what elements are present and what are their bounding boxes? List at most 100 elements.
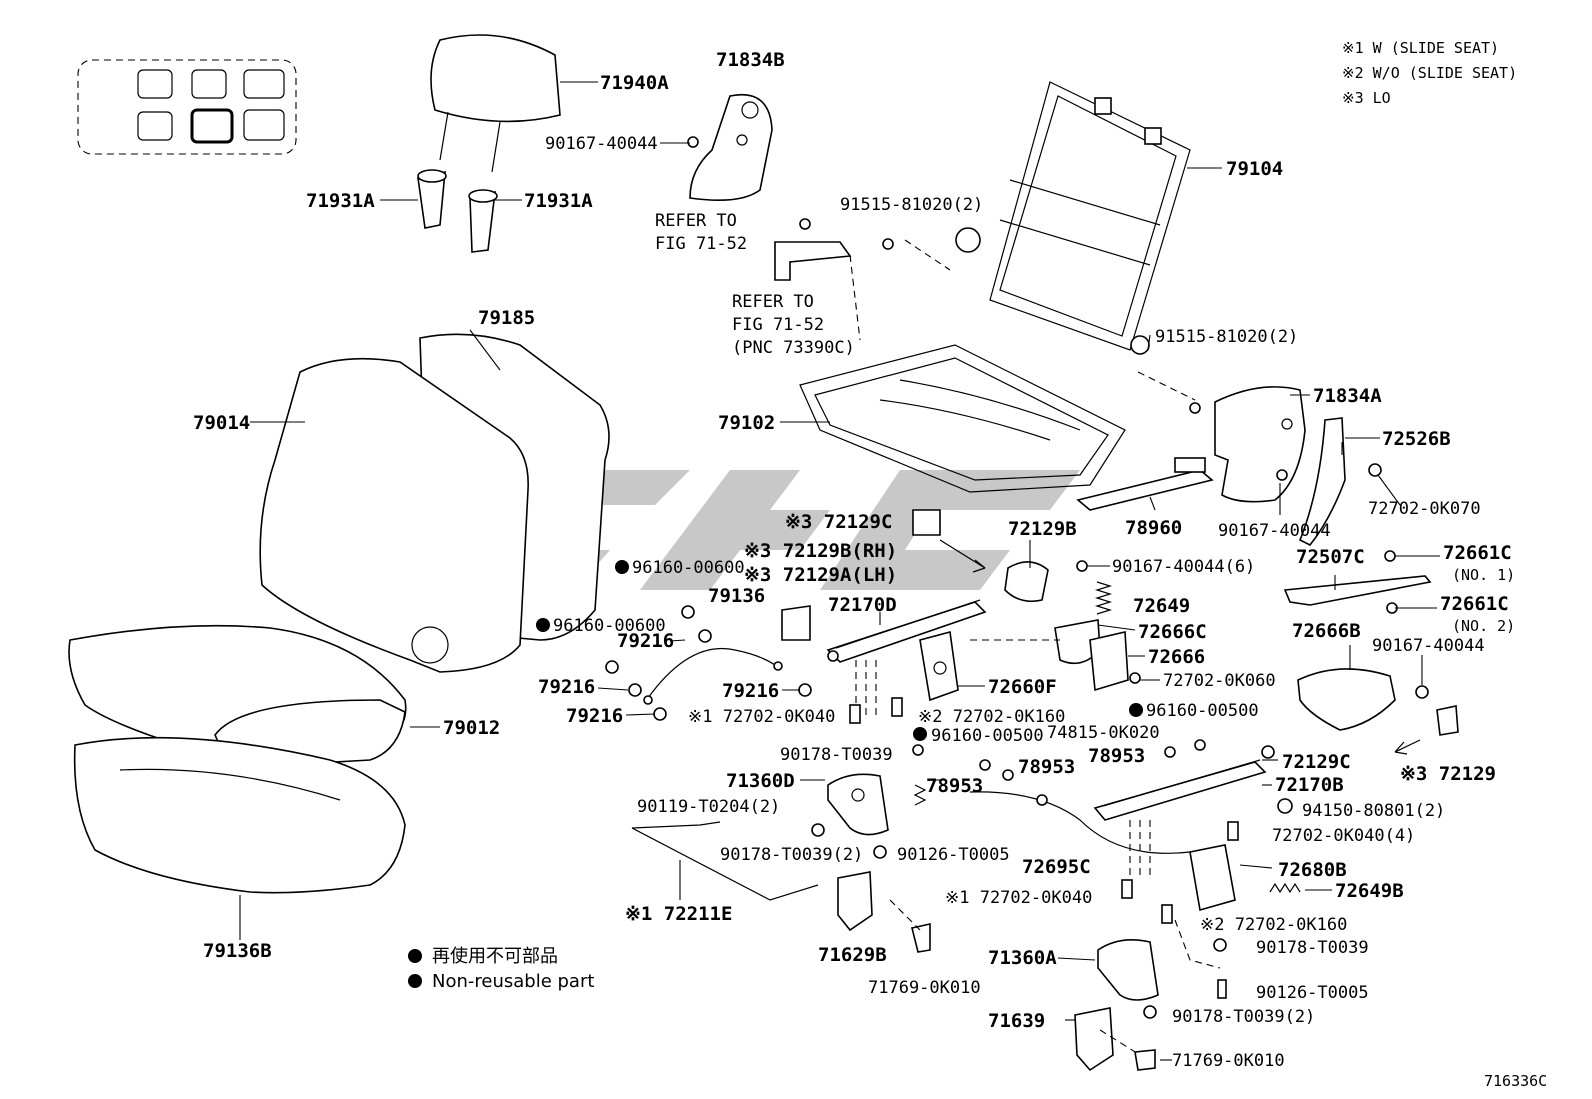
cover-72129A-LH bbox=[781, 605, 811, 641]
part-label: ※1 72702-0K040 bbox=[945, 888, 1092, 908]
cover-71629B bbox=[837, 871, 931, 953]
part-label: 90119-T0204(2) bbox=[637, 797, 780, 817]
cover-72666B bbox=[1297, 668, 1429, 731]
part-label: 74815-0K020 bbox=[1047, 723, 1160, 743]
hinge-cover-71834B bbox=[687, 94, 773, 202]
part-label: 90167-40044 bbox=[545, 134, 658, 154]
part-callouts: 71940A 71834B 90167-40044 71931A 71931A … bbox=[193, 49, 1515, 1071]
part-label: 71629B bbox=[818, 944, 887, 966]
part-label: 96160-00600 bbox=[632, 558, 745, 578]
adjuster-71360D bbox=[827, 773, 889, 836]
part-label: 78953 bbox=[1018, 756, 1075, 778]
part-label: 71639 bbox=[988, 1010, 1045, 1032]
part-label: 72661C bbox=[1443, 542, 1512, 564]
part-label: 72702-0K070 bbox=[1368, 499, 1481, 519]
part-label: ※1 72702-0K040 bbox=[688, 707, 835, 727]
part-label: REFER TO bbox=[732, 292, 814, 312]
part-label: (NO. 2) bbox=[1452, 617, 1515, 635]
wire-72211E bbox=[631, 821, 819, 901]
part-label: ※3 72129 bbox=[1400, 763, 1496, 785]
part-label: 79012 bbox=[443, 717, 500, 739]
part-label: 71769-0K010 bbox=[1172, 1051, 1285, 1071]
part-label: 71834B bbox=[716, 49, 785, 71]
cover-72129-bottom bbox=[1394, 705, 1459, 755]
part-label: 79104 bbox=[1226, 158, 1283, 180]
note-3: ※3 LO bbox=[1342, 89, 1391, 107]
part-label: 72649B bbox=[1335, 880, 1404, 902]
part-label: (NO. 1) bbox=[1452, 566, 1515, 584]
hinge-cover-71834A bbox=[1214, 386, 1306, 503]
part-label: REFER TO bbox=[655, 211, 737, 231]
part-label: 90167-40044 bbox=[1372, 636, 1485, 656]
part-label: 72170D bbox=[828, 594, 897, 616]
seat-frame-79102 bbox=[799, 344, 1126, 493]
part-label: 79136B bbox=[203, 940, 272, 962]
part-label: 90178-T0039 bbox=[780, 745, 893, 765]
spring-72649 bbox=[1094, 581, 1113, 615]
adjuster-71360A bbox=[1097, 939, 1159, 1001]
legend-jp: 再使用不可部品 bbox=[432, 946, 558, 967]
part-label: ※1 72211E bbox=[625, 903, 732, 925]
part-label: 90178-T0039(2) bbox=[720, 845, 863, 865]
note-1: ※1 W (SLIDE SEAT) bbox=[1342, 39, 1499, 57]
note-2: ※2 W/O (SLIDE SEAT) bbox=[1342, 64, 1517, 82]
part-label: (PNC 73390C) bbox=[732, 338, 855, 358]
bracket-refer-fig-71-52 bbox=[774, 218, 852, 281]
part-label: 79216 bbox=[538, 676, 595, 698]
part-label: FIG 71-52 bbox=[655, 234, 747, 254]
spring-90126-T0005-a bbox=[913, 784, 927, 806]
part-label: 90126-T0005 bbox=[897, 845, 1010, 865]
part-label: ※3 72129B(RH) bbox=[744, 540, 897, 562]
washers-79216 bbox=[605, 605, 812, 721]
seat-cushion-pad-79136B bbox=[73, 736, 406, 894]
part-label: 90126-T0005 bbox=[1256, 983, 1369, 1003]
part-label: 79216 bbox=[722, 680, 779, 702]
lock-72660F bbox=[919, 630, 959, 702]
spring-72649B bbox=[1269, 882, 1301, 894]
cable-72695C bbox=[969, 791, 1191, 854]
cover-71639 bbox=[1074, 1007, 1156, 1072]
part-label: 79102 bbox=[718, 412, 775, 434]
part-label: 96160-00500 bbox=[931, 726, 1044, 746]
part-label: 71834A bbox=[1313, 385, 1382, 407]
part-label: 79216 bbox=[566, 705, 623, 727]
leader-lines bbox=[239, 81, 1440, 1061]
part-label: 90167-40044(6) bbox=[1112, 557, 1255, 577]
part-label: 72666C bbox=[1138, 621, 1207, 643]
part-label: 78953 bbox=[926, 775, 983, 797]
part-label: 72649 bbox=[1133, 595, 1190, 617]
notes-block: ※1 W (SLIDE SEAT) ※2 W/O (SLIDE SEAT) ※3… bbox=[1342, 39, 1517, 107]
part-label: 79185 bbox=[478, 307, 535, 329]
release-cable-79136 bbox=[643, 648, 783, 705]
part-label: 79136 bbox=[708, 585, 765, 607]
part-label: 71360A bbox=[988, 947, 1057, 969]
seat-rail-72170B bbox=[1093, 759, 1267, 821]
part-label: 79014 bbox=[193, 412, 250, 434]
bracket-72507C bbox=[1283, 550, 1432, 614]
headrest-support-right-71931A bbox=[468, 189, 498, 253]
side-cover-72526B bbox=[1298, 417, 1382, 547]
cover-72129B bbox=[1004, 561, 1049, 603]
legend-en: Non-reusable part bbox=[432, 971, 594, 992]
part-label: 72129C bbox=[1282, 751, 1351, 773]
seatback-frame-79104 bbox=[955, 81, 1191, 355]
seat-position-inset bbox=[77, 59, 297, 155]
part-label: 72507C bbox=[1296, 546, 1365, 568]
part-label: 71360D bbox=[726, 770, 795, 792]
part-label: 90178-T0039 bbox=[1256, 938, 1369, 958]
cover-72666 bbox=[1089, 631, 1129, 692]
belt-78960 bbox=[1076, 457, 1214, 511]
seatback-cover-79014 bbox=[259, 333, 610, 673]
part-label: ※3 72129A(LH) bbox=[744, 564, 897, 586]
part-label: FIG 71-52 bbox=[732, 315, 824, 335]
part-label: 96160-00500 bbox=[1146, 701, 1259, 721]
part-label: 90167-40044 bbox=[1218, 521, 1331, 541]
part-label: 72666B bbox=[1292, 620, 1361, 642]
seat-rail-72170D bbox=[826, 599, 987, 663]
part-label: 71940A bbox=[600, 72, 669, 94]
part-label: 91515-81020(2) bbox=[1155, 327, 1298, 347]
part-label: 71931A bbox=[306, 190, 375, 212]
part-label: 72666 bbox=[1148, 646, 1205, 668]
headrest-71940A bbox=[430, 34, 561, 173]
